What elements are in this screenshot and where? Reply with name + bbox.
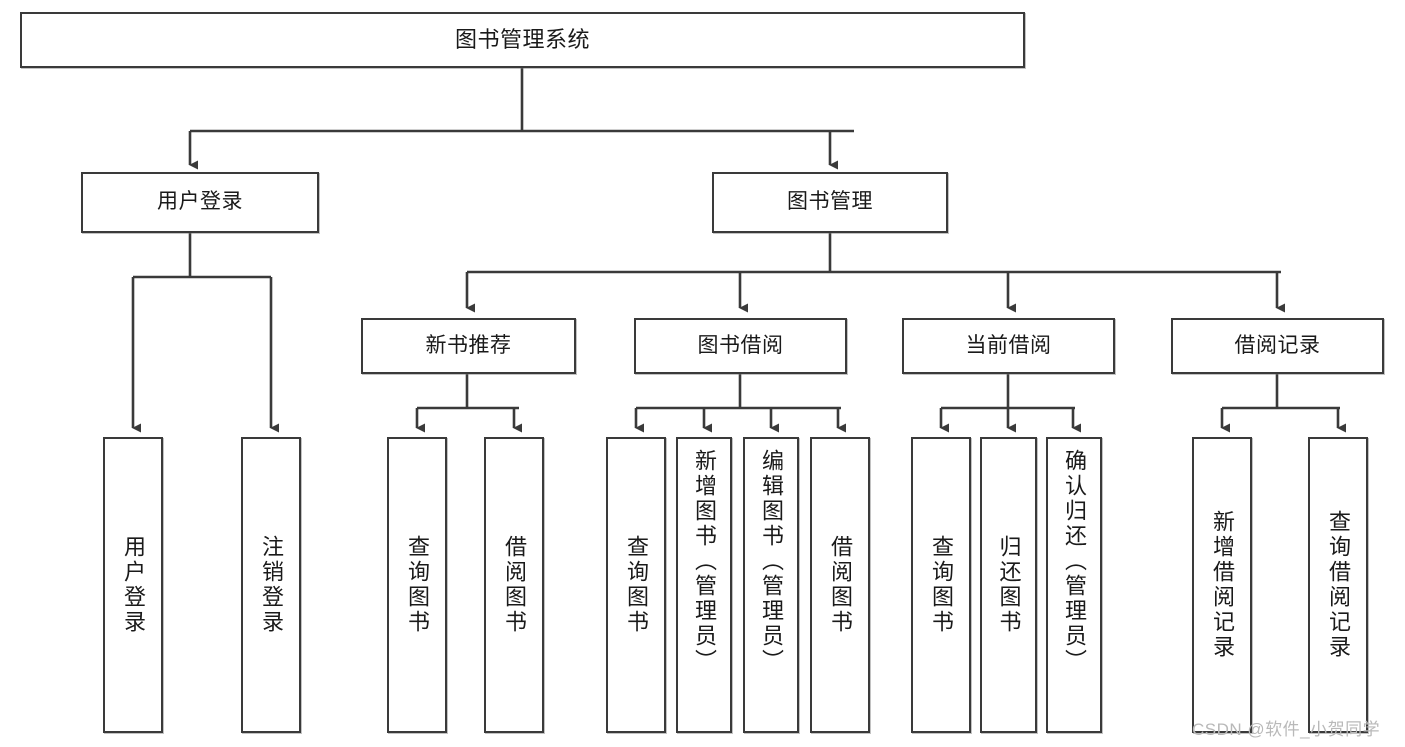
node-label: 查询图书 xyxy=(405,535,430,635)
node-label: 图书借阅 xyxy=(697,333,784,357)
node-label: 用户登录 xyxy=(121,535,146,635)
leaf-logout-login[interactable]: 注销登录 xyxy=(241,437,301,733)
csdn-watermark: CSDN @软件_小贺同学 xyxy=(1192,720,1381,739)
node-label: 编辑图书（管理员） xyxy=(759,449,784,674)
node-label: 新书推荐 xyxy=(425,333,512,357)
node-label: 图书管理 xyxy=(787,190,873,214)
node-label: 注销登录 xyxy=(259,535,284,635)
node-new-book-recommend[interactable]: 新书推荐 xyxy=(361,318,576,374)
node-label: 借阅图书 xyxy=(502,535,527,635)
node-label: 查询借阅记录 xyxy=(1326,510,1351,660)
leaf-borrow-book-borrow[interactable]: 借阅图书 xyxy=(810,437,870,733)
node-label: 当前借阅 xyxy=(965,333,1052,357)
node-current-borrow[interactable]: 当前借阅 xyxy=(902,318,1115,374)
leaf-query-borrow-record[interactable]: 查询借阅记录 xyxy=(1308,437,1368,733)
node-label: 确认归还（管理员） xyxy=(1062,449,1087,674)
node-user-login[interactable]: 用户登录 xyxy=(81,172,319,233)
leaf-borrow-book-recommend[interactable]: 借阅图书 xyxy=(484,437,544,733)
node-borrow-record[interactable]: 借阅记录 xyxy=(1171,318,1384,374)
leaf-query-book-borrow[interactable]: 查询图书 xyxy=(606,437,666,733)
node-book-management[interactable]: 图书管理 xyxy=(712,172,948,233)
leaf-confirm-return-admin[interactable]: 确认归还（管理员） xyxy=(1046,437,1102,733)
node-label: 用户登录 xyxy=(157,190,243,214)
leaf-query-book-recommend[interactable]: 查询图书 xyxy=(387,437,447,733)
leaf-add-borrow-record[interactable]: 新增借阅记录 xyxy=(1192,437,1252,733)
leaf-user-login[interactable]: 用户登录 xyxy=(103,437,163,733)
node-label: 查询图书 xyxy=(929,535,954,635)
node-label: 新增图书（管理员） xyxy=(692,449,717,674)
leaf-query-book-current[interactable]: 查询图书 xyxy=(911,437,971,733)
node-label: 归还图书 xyxy=(996,535,1022,635)
node-book-borrow[interactable]: 图书借阅 xyxy=(634,318,847,374)
node-label: 借阅图书 xyxy=(828,535,853,635)
leaf-return-book[interactable]: 归还图书 xyxy=(980,437,1037,733)
leaf-add-book-admin[interactable]: 新增图书（管理员） xyxy=(676,437,732,733)
node-book-management-system[interactable]: 图书管理系统 xyxy=(20,12,1025,68)
node-label: 图书管理系统 xyxy=(454,27,590,53)
node-label: 借阅记录 xyxy=(1234,333,1321,357)
leaf-edit-book-admin[interactable]: 编辑图书（管理员） xyxy=(743,437,799,733)
node-label: 查询图书 xyxy=(624,535,649,635)
node-label: 新增借阅记录 xyxy=(1210,510,1235,660)
